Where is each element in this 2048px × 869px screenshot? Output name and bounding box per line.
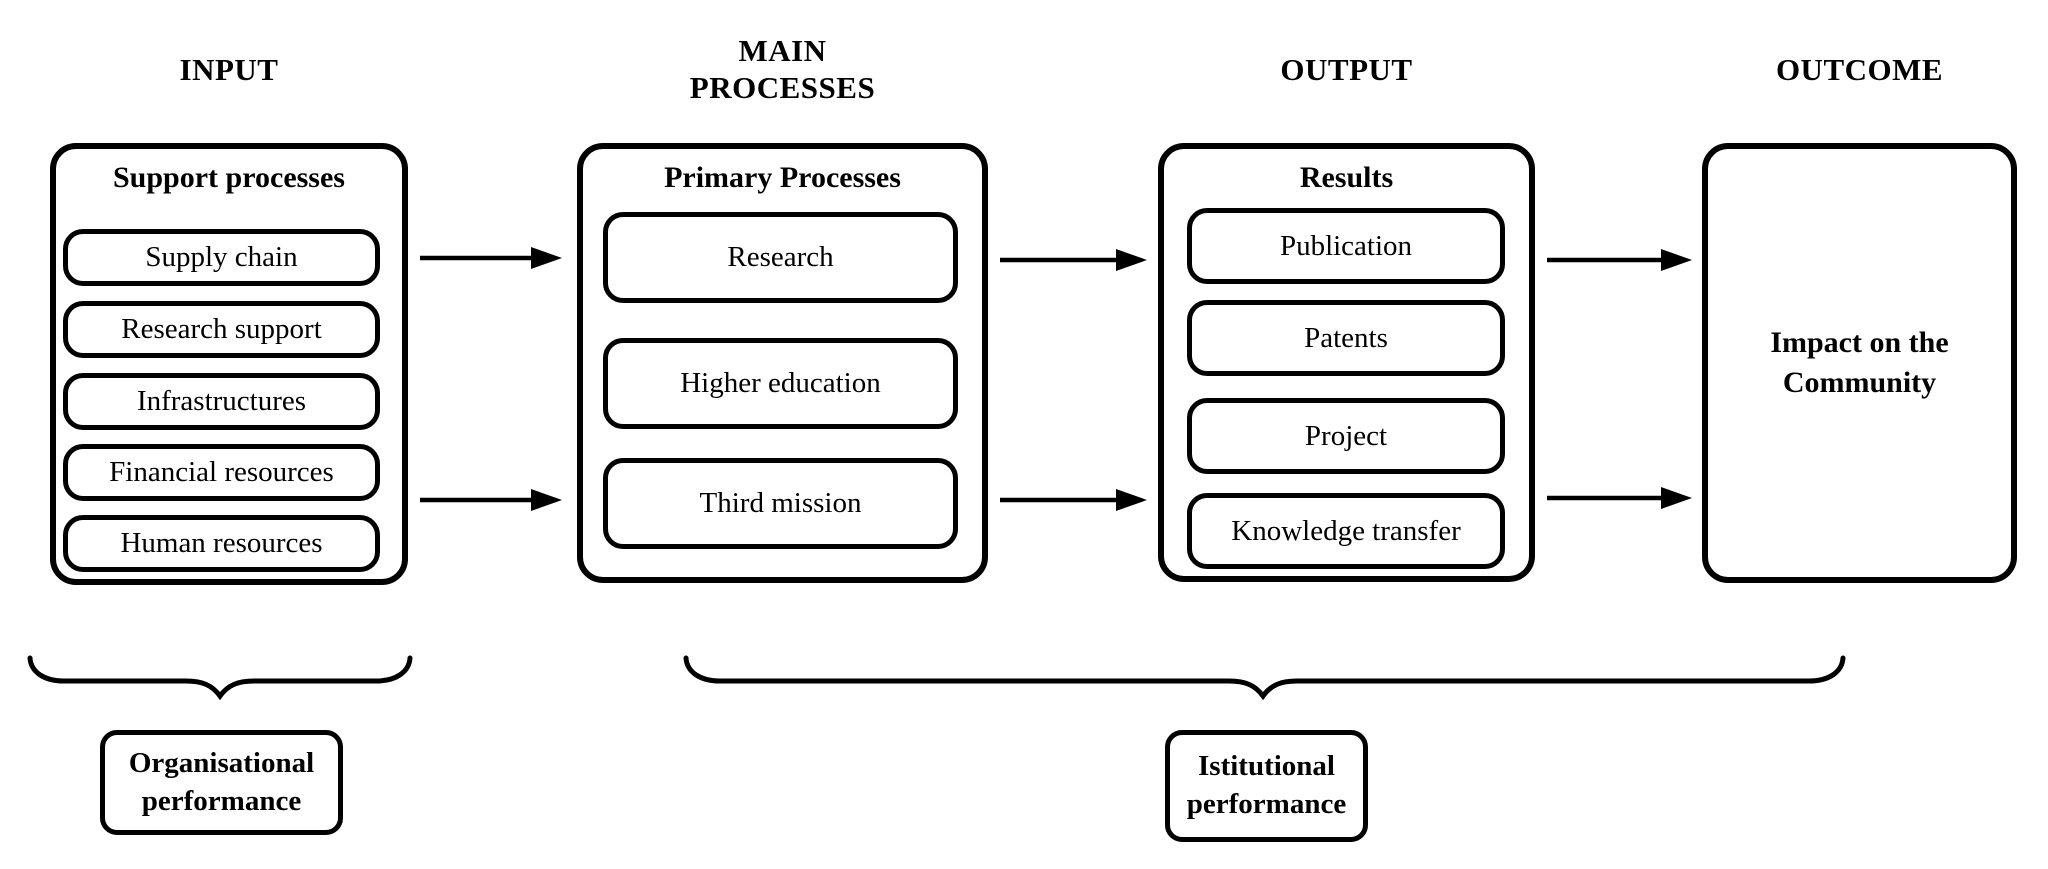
item-human-resources: Human resources [63,515,380,572]
impact-on-community-text: Impact on the Community [1770,325,1949,400]
arrow-input-to-main-bottom-icon [420,489,562,511]
item-publication: Publication [1187,208,1505,284]
column-heading-input: INPUT [179,51,279,87]
item-higher-education: Higher education [603,338,958,429]
item-third-mission: Third mission [603,458,958,549]
panel-title-results: Results [1299,161,1394,194]
item-infrastructures: Infrastructures [63,373,380,430]
column-heading-main-processes: MAIN PROCESSES [689,33,876,105]
arrow-main-to-output-top-icon [1000,249,1147,271]
istitutional-performance-label: Istitutional performance [1165,730,1368,842]
results-panel: Results Publication Patents Project Know… [1158,143,1535,582]
organisational-performance-label: Organisational performance [100,730,343,835]
arrow-main-to-output-bottom-icon [1000,489,1147,511]
item-financial-resources: Financial resources [63,444,380,501]
item-research-support: Research support [63,301,380,358]
arrow-output-to-outcome-bottom-icon [1547,487,1692,509]
brace-istitutional-icon [683,655,1846,701]
column-heading-outcome: OUTCOME [1775,51,1944,87]
panel-title-support-processes: Support processes [113,161,345,194]
column-heading-output: OUTPUT [1280,51,1413,87]
item-supply-chain: Supply chain [63,229,380,286]
support-processes-panel: Support processes Supply chain Research … [50,143,408,585]
item-research: Research [603,212,958,303]
panel-title-primary-processes: Primary Processes [664,161,901,194]
item-knowledge-transfer: Knowledge transfer [1187,493,1505,569]
item-patents: Patents [1187,300,1505,376]
brace-organisational-icon [27,655,413,701]
arrow-input-to-main-top-icon [420,247,562,269]
primary-processes-panel: Primary Processes Research Higher educat… [577,143,988,583]
arrow-output-to-outcome-top-icon [1547,249,1692,271]
outcome-panel: Impact on the Community [1702,143,2017,583]
item-project: Project [1187,398,1505,474]
